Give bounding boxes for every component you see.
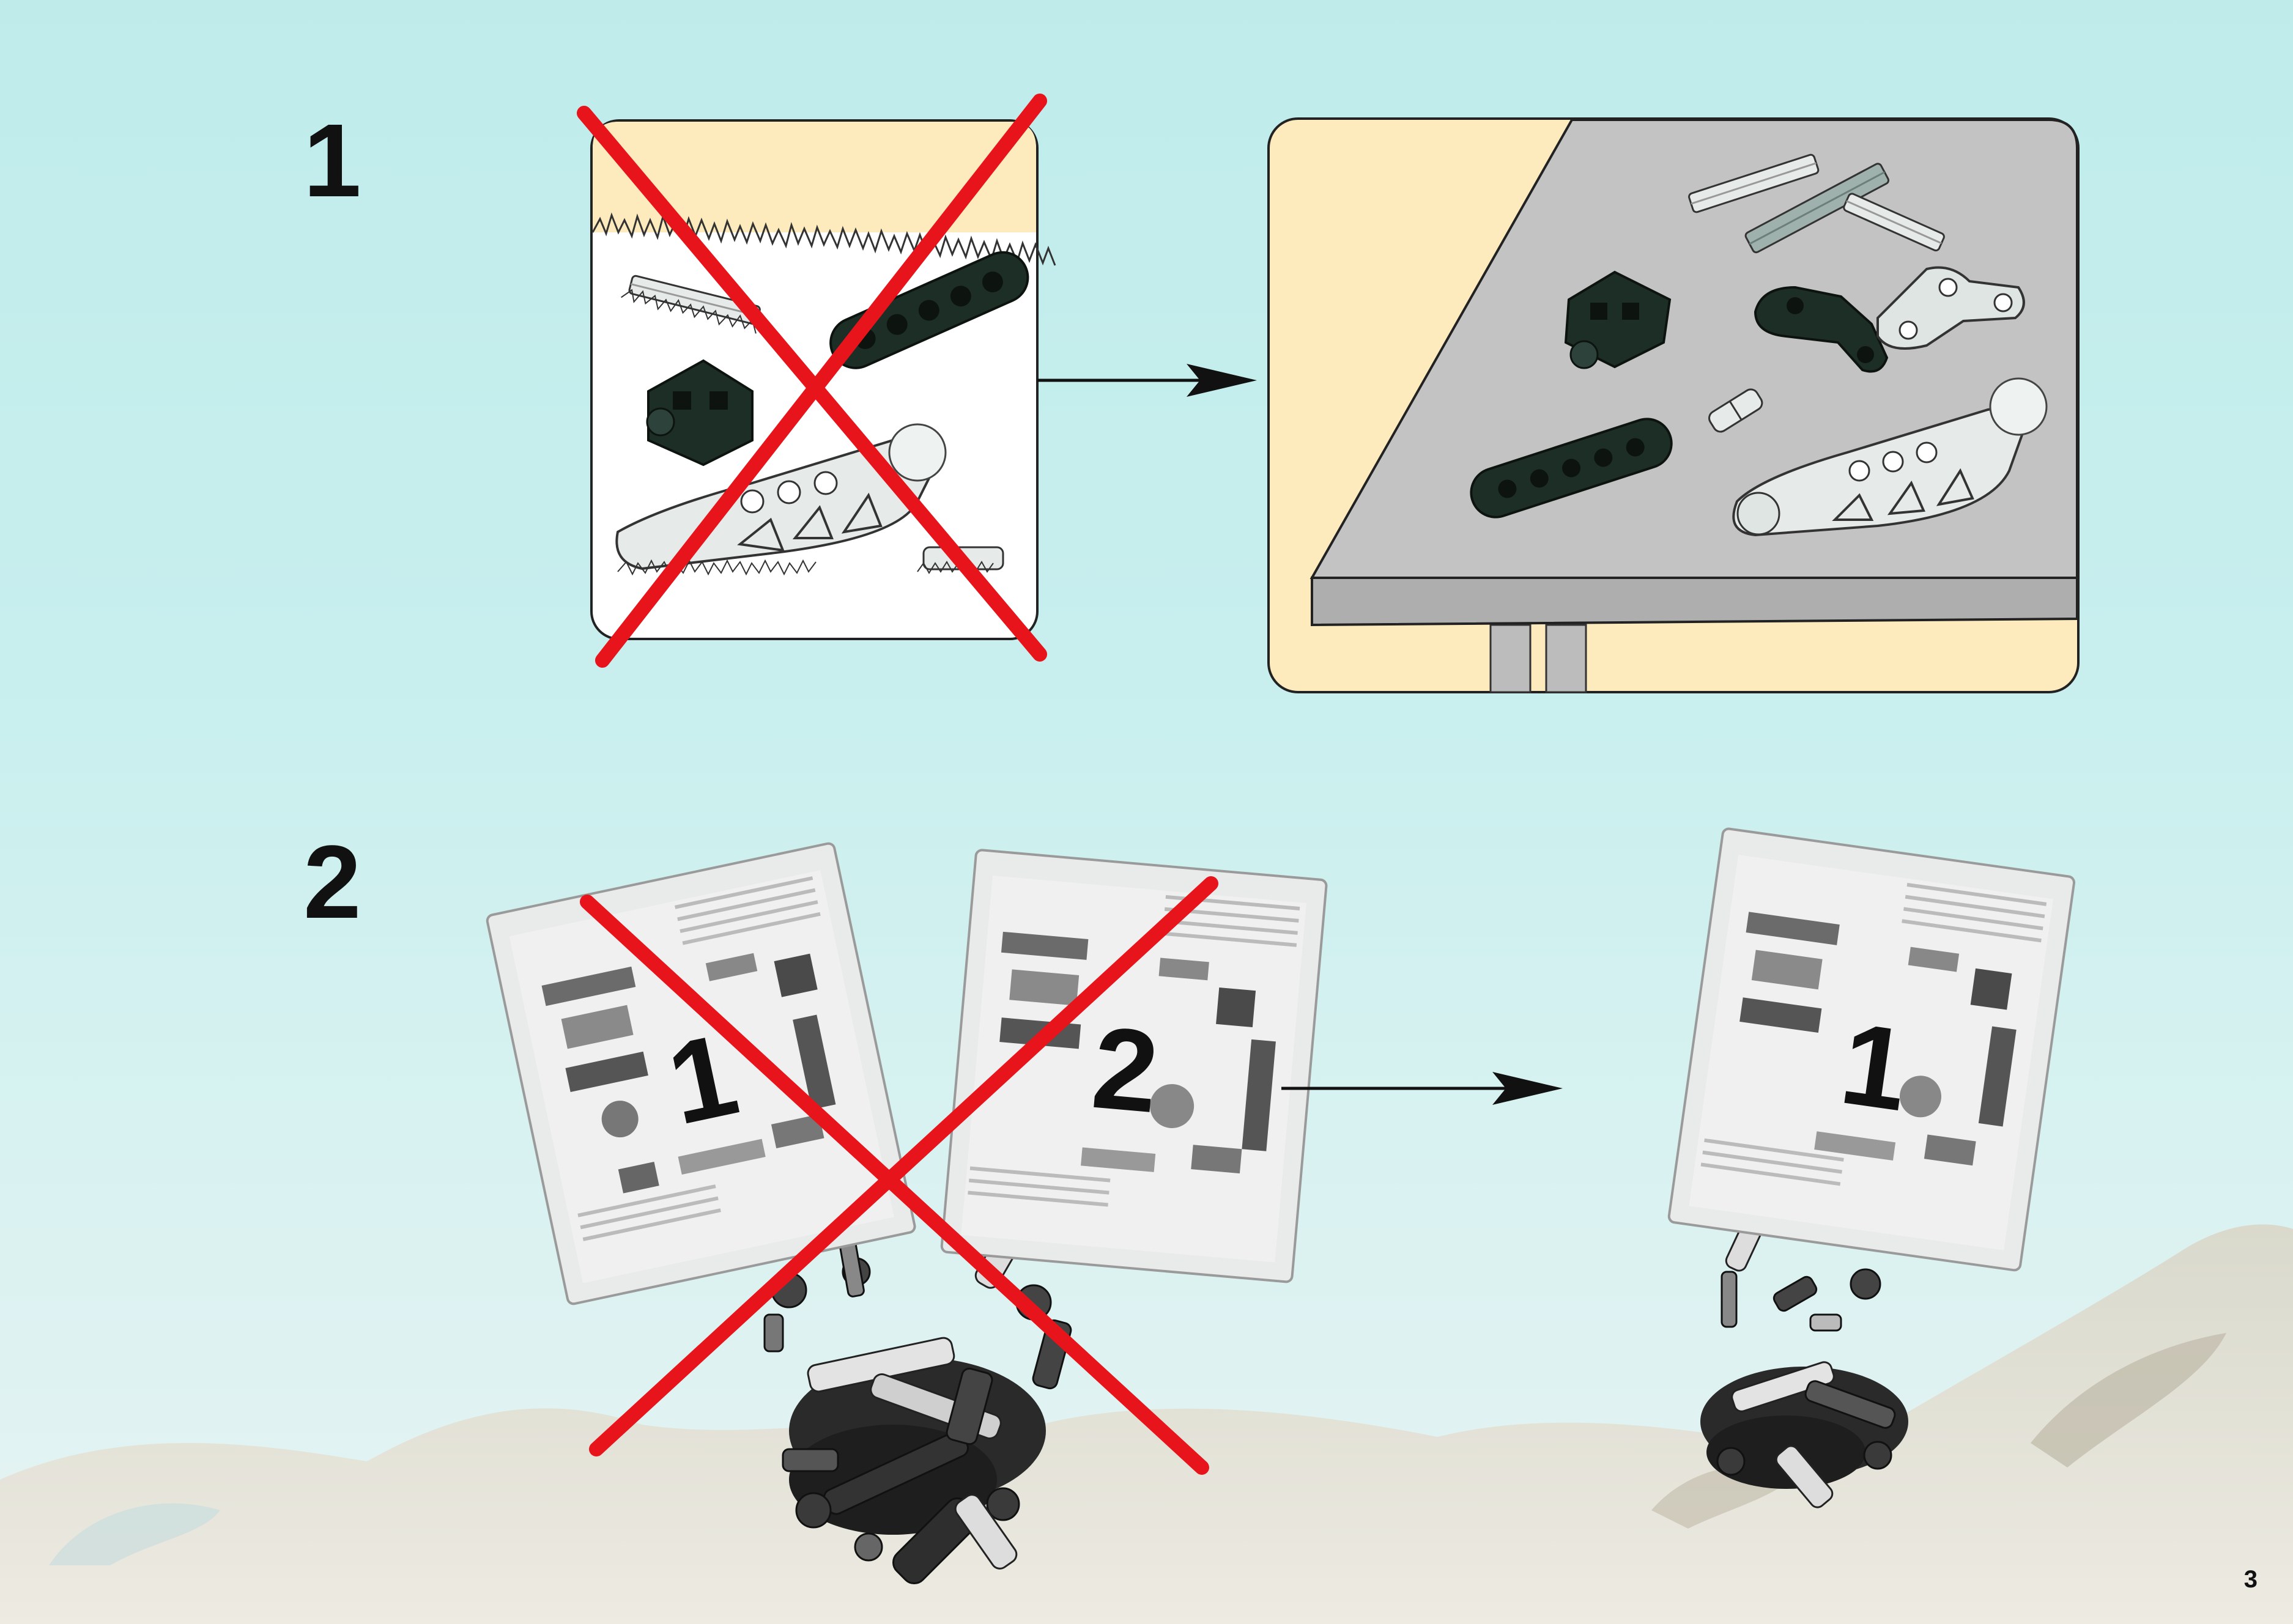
step2-wrong-group: 1 2 [486, 843, 1327, 1589]
step2-arrow [1281, 1072, 1563, 1105]
page-number: 3 [2244, 1566, 2258, 1593]
step1-arrow [1037, 364, 1257, 397]
bag-2-middle-number: 2 [1087, 1003, 1163, 1137]
step1-correct-panel [1269, 119, 2078, 692]
step1-wrong-panel [584, 101, 1055, 660]
step2-correct-group: 1 [1668, 828, 2075, 1510]
